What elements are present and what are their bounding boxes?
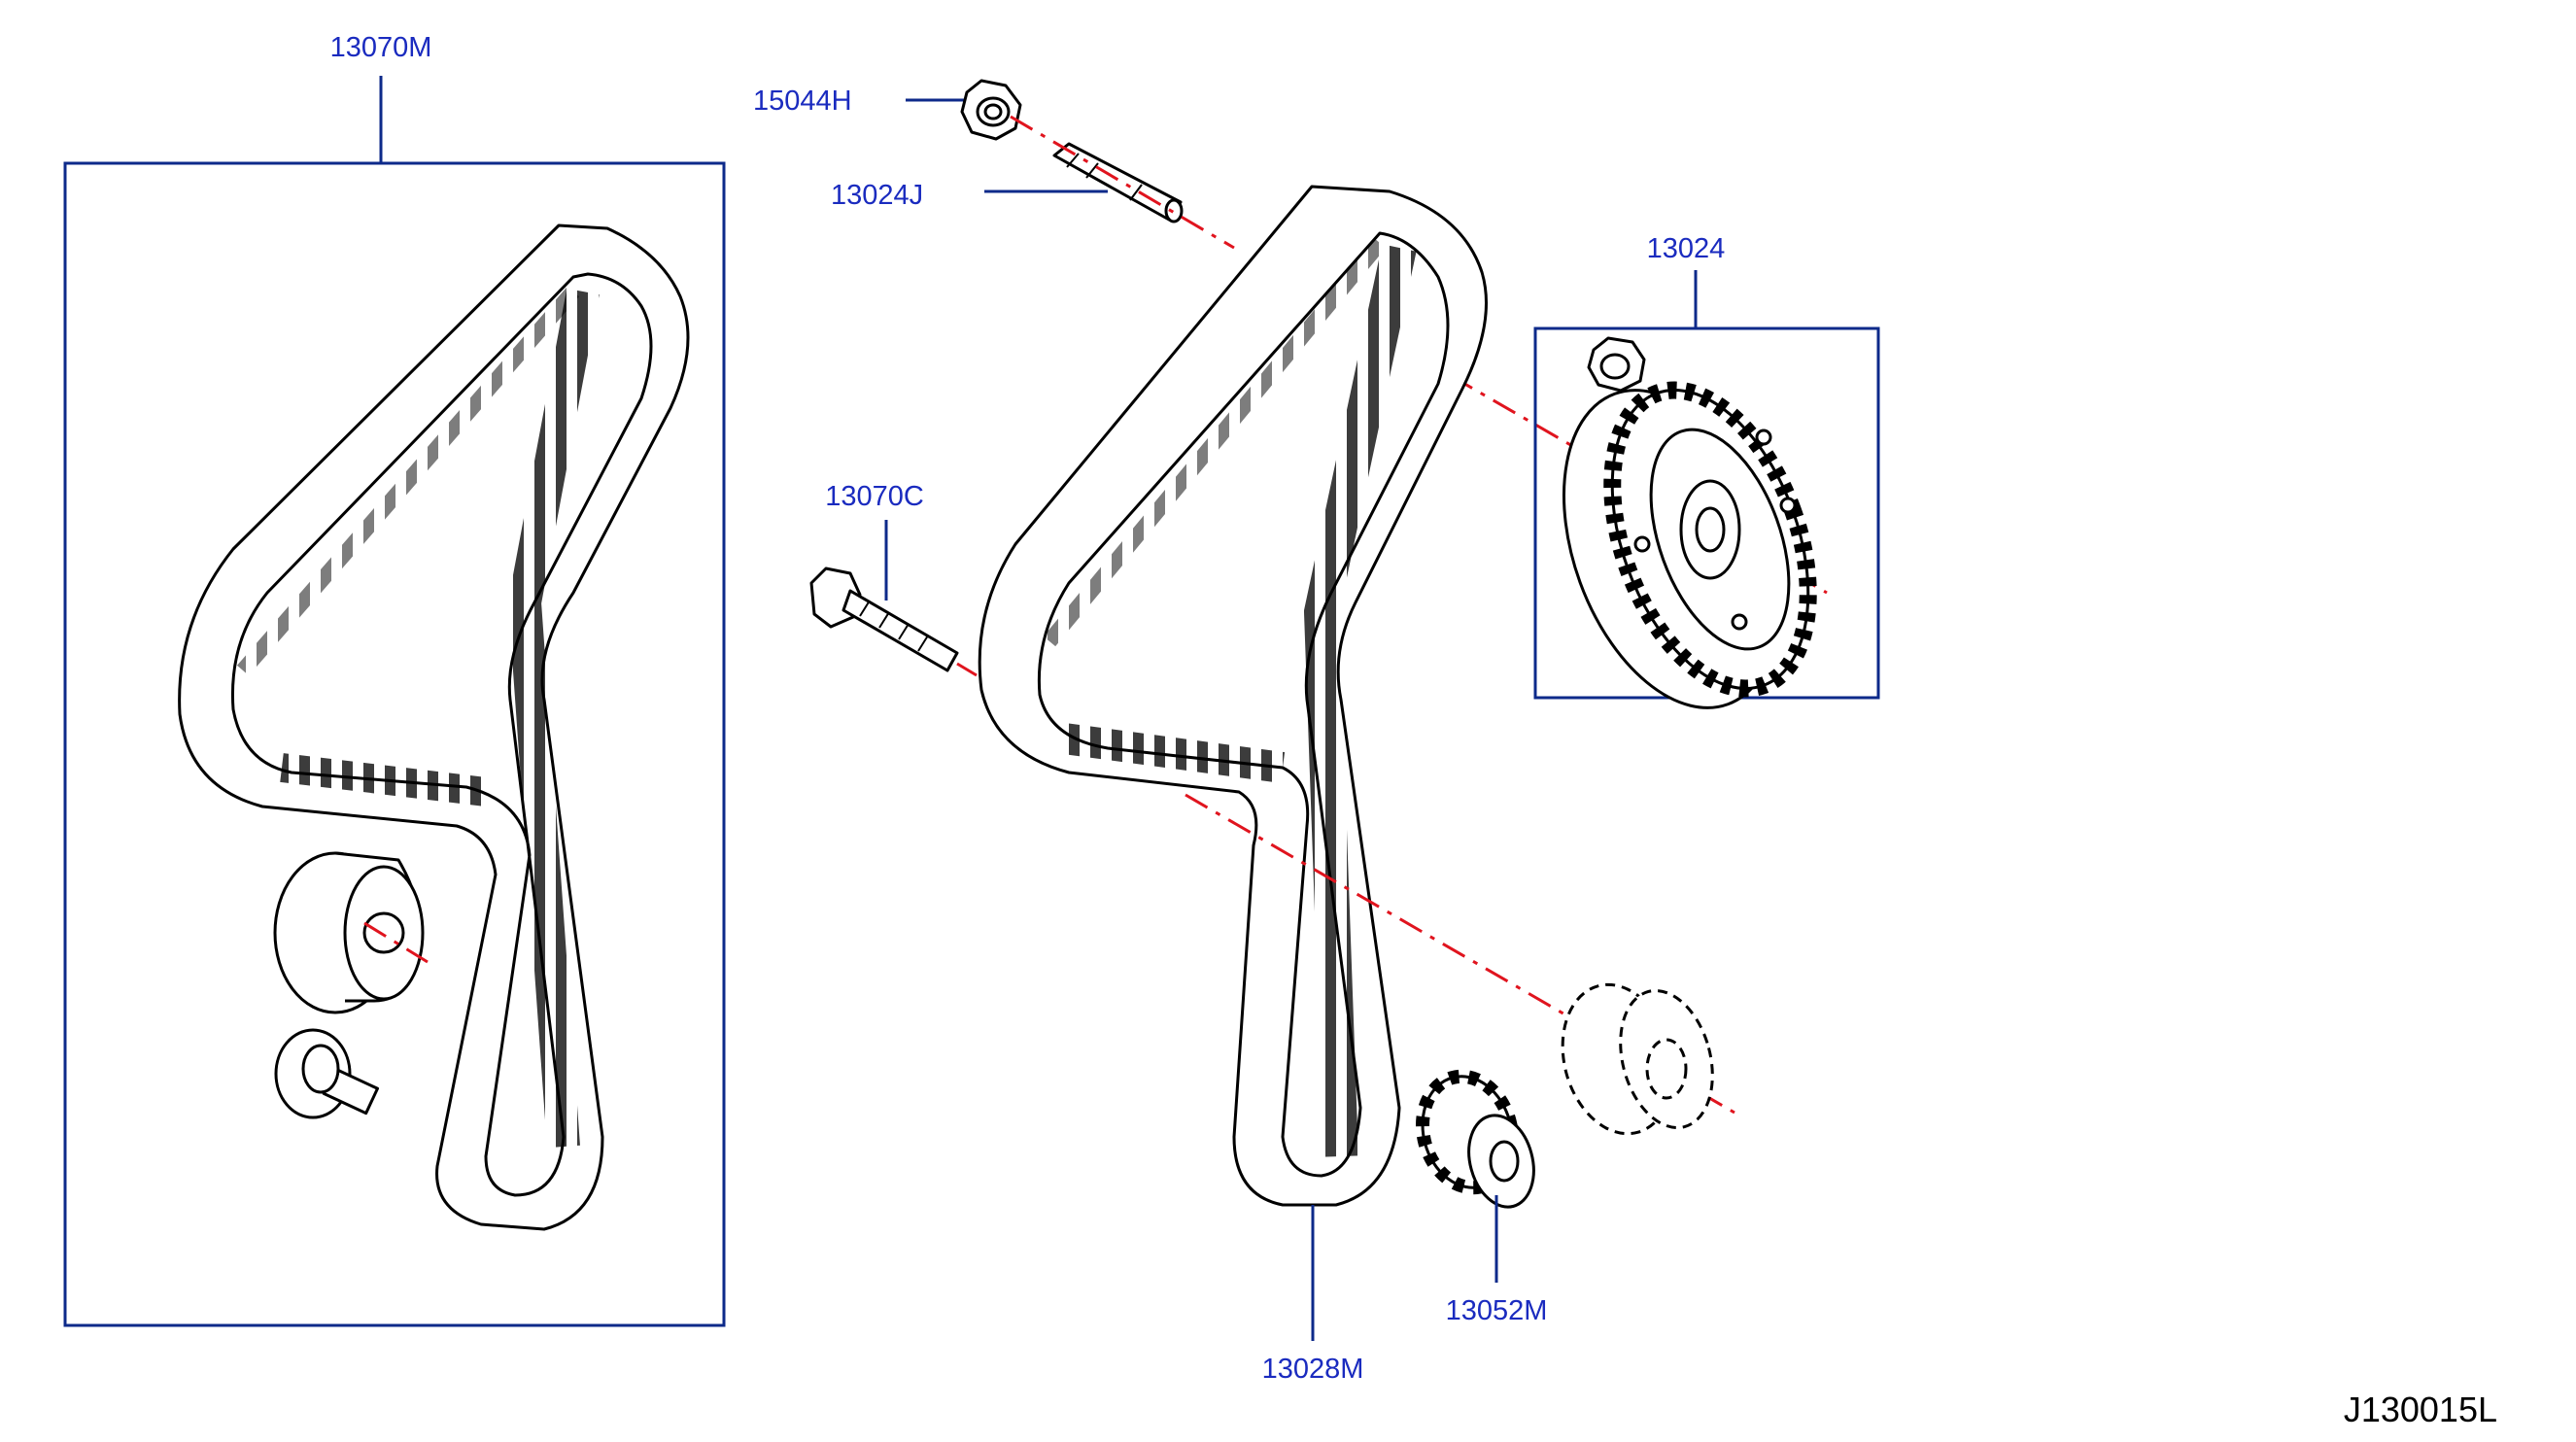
part-label-15044H[interactable]: 15044H (753, 86, 852, 117)
part-label-13070M[interactable]: 13070M (330, 32, 432, 63)
part-label-13024[interactable]: 13024 (1647, 233, 1726, 264)
crankshaft-sprocket (1416, 1069, 1535, 1209)
part-label-13024J[interactable]: 13024J (831, 180, 923, 211)
kit-13070M-group[interactable]: 13070M (63, 32, 726, 1327)
stud-bolt (1052, 142, 1184, 223)
kit-13070M-frame (63, 161, 726, 1327)
camshaft-axis-line (1010, 115, 1235, 250)
timing-belt (978, 185, 1488, 1207)
kit-timing-belt (178, 223, 690, 1231)
kit-idler-bolt (274, 1028, 380, 1119)
part-13028M-group[interactable]: 13028M (978, 185, 1488, 1385)
part-13052M-group[interactable]: 13052M (1411, 1066, 1548, 1326)
diagram-reference-code: J130015L (2344, 1390, 2497, 1429)
part-13070C-group[interactable]: 13070C (809, 481, 978, 677)
part-label-13028M[interactable]: 13028M (1262, 1354, 1364, 1385)
flange-nut (960, 79, 1022, 141)
crankshaft-sprocket-reference (1561, 982, 1714, 1136)
hex-bolt (809, 566, 978, 677)
crankshaft-axis-line (1185, 793, 1735, 1115)
camshaft-sprocket (1562, 336, 1817, 709)
part-13024J-group[interactable]: 13024J (831, 142, 1184, 223)
part-label-13052M[interactable]: 13052M (1446, 1295, 1548, 1326)
part-13024-group[interactable]: 13024 (1524, 233, 1880, 738)
part-15044H-group[interactable]: 15044H (753, 79, 1022, 141)
part-label-13070C[interactable]: 13070C (825, 481, 924, 512)
kit-idler-pulley (273, 851, 429, 1014)
